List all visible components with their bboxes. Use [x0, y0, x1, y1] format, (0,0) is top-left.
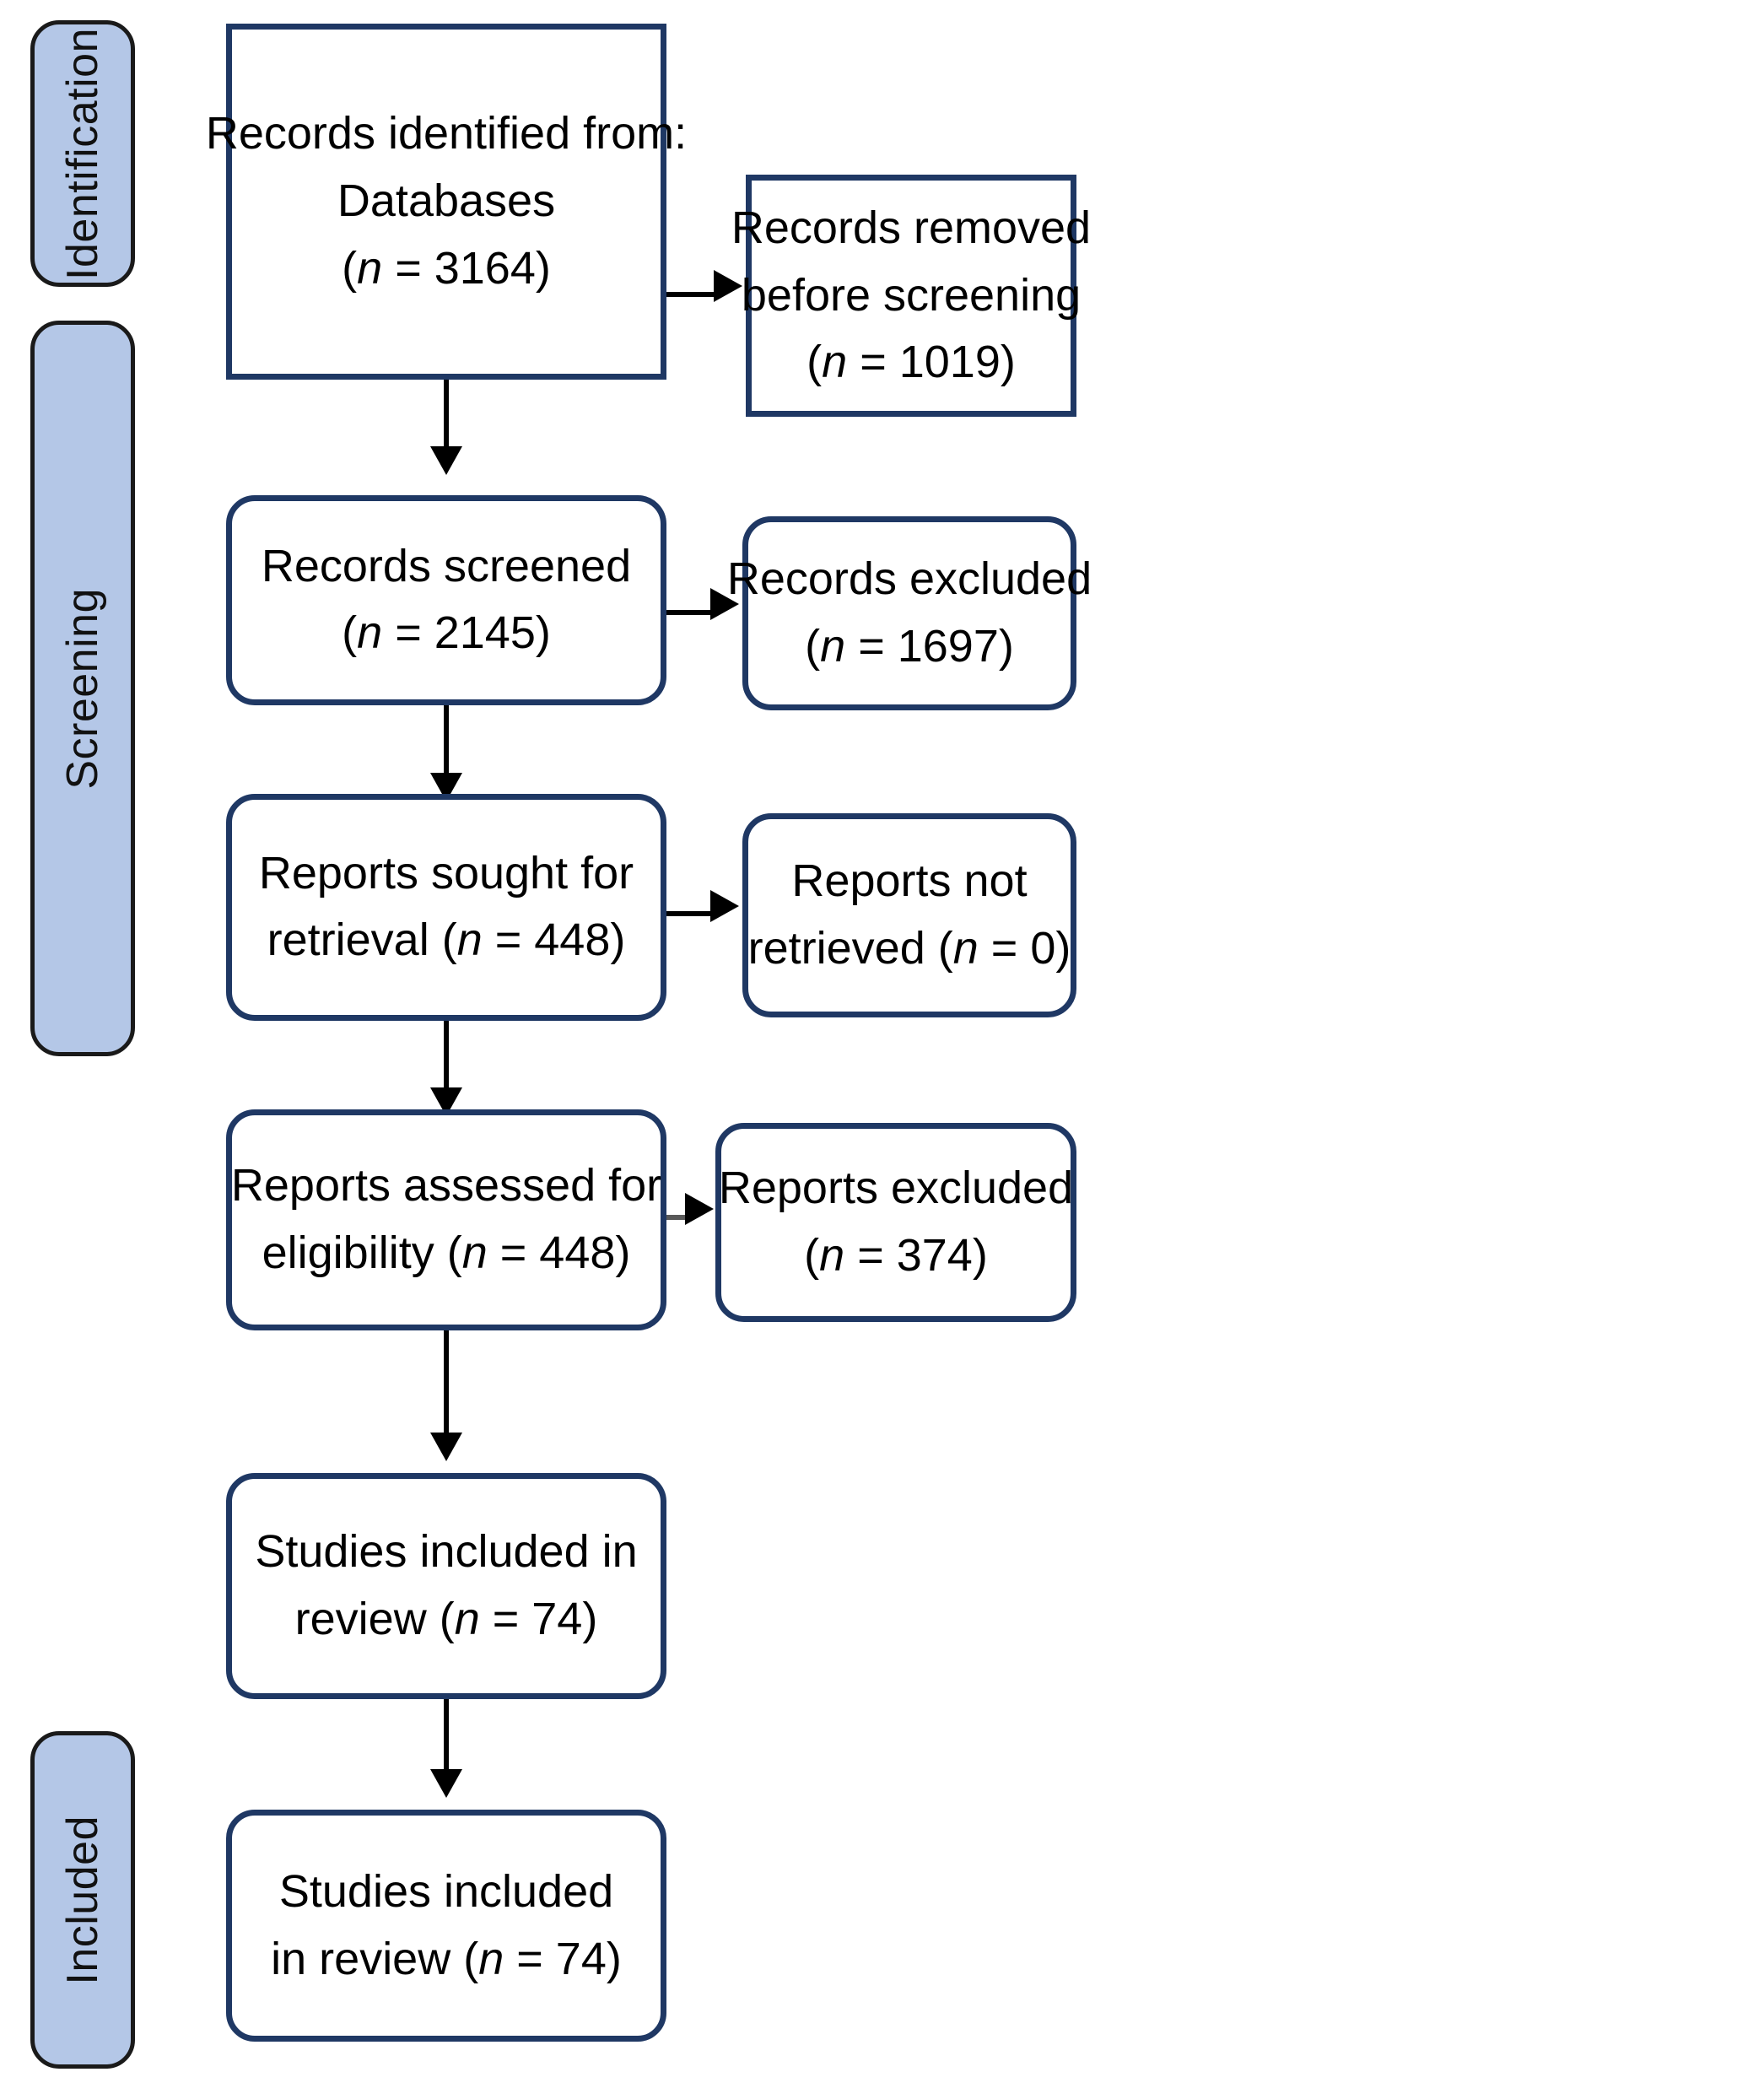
connector-sought-to-not-retrieved [666, 911, 714, 917]
reports-assessed-line-1: Reports assessed for [230, 1160, 662, 1211]
reports-not-retrieved-line-2: retrieved (n = 0) [747, 923, 1071, 974]
records-identified-line-2: Databases [337, 175, 556, 226]
connector-assessed-to-studies-1 [444, 1330, 449, 1454]
connector-identified-to-screened [444, 379, 449, 468]
stage-bar-identification: Identification [30, 20, 135, 287]
arrow-sought-to-not-retrieved [710, 889, 739, 922]
stage-label-screening: Screening [58, 587, 107, 790]
connector-assessed-to-reports-excluded [666, 1214, 690, 1220]
connector-screened-to-excluded [666, 609, 714, 615]
reports-not-retrieved-line-1: Reports not [791, 855, 1028, 907]
arrow-identified-to-screened [430, 446, 462, 476]
stage-bar-screening: Screening [30, 321, 135, 1056]
records-screened-line-2: (n = 2145) [342, 607, 551, 659]
node-reports-sought: Reports sought for retrieval (n = 448) [226, 794, 666, 1021]
stage-bar-included: Included [30, 1731, 135, 2069]
reports-excluded-line-1: Reports excluded [718, 1163, 1074, 1214]
records-removed-line-3: (n = 1019) [806, 337, 1016, 388]
reports-sought-line-2: retrieval (n = 448) [267, 915, 626, 966]
records-excluded-line-2: (n = 1697) [805, 621, 1014, 672]
records-identified-line-1: Records identified from: [205, 107, 688, 159]
connector-studies-1-to-studies-2 [444, 1699, 449, 1791]
studies-included-1-line-2: review (n = 74) [294, 1594, 598, 1645]
connector-identified-to-removed [666, 291, 717, 297]
arrow-assessed-to-reports-excluded [685, 1193, 714, 1226]
node-records-screened: Records screened (n = 2145) [226, 494, 666, 705]
reports-sought-line-1: Reports sought for [258, 847, 634, 898]
records-identified-line-3: (n = 3164) [342, 242, 551, 294]
arrow-identified-to-removed [714, 270, 742, 303]
reports-excluded-line-2: (n = 374) [804, 1230, 988, 1282]
node-records-excluded: Records excluded (n = 1697) [727, 516, 1092, 711]
stage-label-included: Included [58, 1815, 107, 1985]
node-records-removed: Records removed before screening (n = 10… [731, 174, 1091, 418]
node-studies-included-1: Studies included in review (n = 74) [226, 1473, 666, 1700]
arrow-studies-1-to-studies-2 [430, 1769, 462, 1799]
studies-included-2-line-1: Studies included [278, 1865, 614, 1917]
studies-included-2-line-2: in review (n = 74) [271, 1933, 622, 1984]
node-reports-not-retrieved: Reports not retrieved (n = 0) [742, 812, 1076, 1018]
node-reports-excluded: Reports excluded (n = 374) [715, 1122, 1076, 1323]
connector-sought-to-assessed [444, 1020, 449, 1109]
records-screened-line-1: Records screened [261, 540, 632, 591]
arrow-assessed-to-studies-1 [430, 1433, 462, 1462]
node-records-identified: Records identified from: Databases (n = … [206, 24, 687, 380]
arrow-screened-to-excluded [710, 588, 739, 621]
stage-label-identification: Identification [58, 27, 107, 280]
node-reports-assessed: Reports assessed for eligibility (n = 44… [226, 1109, 666, 1330]
studies-included-1-line-1: Studies included in [255, 1526, 638, 1578]
records-excluded-line-1: Records excluded [726, 553, 1092, 605]
records-removed-line-1: Records removed [731, 202, 1092, 253]
records-removed-line-2: before screening [741, 269, 1082, 321]
node-studies-included-2: Studies included in review (n = 74) [226, 1810, 666, 2042]
connector-screened-to-sought [444, 704, 449, 795]
reports-assessed-line-2: eligibility (n = 448) [262, 1227, 631, 1278]
